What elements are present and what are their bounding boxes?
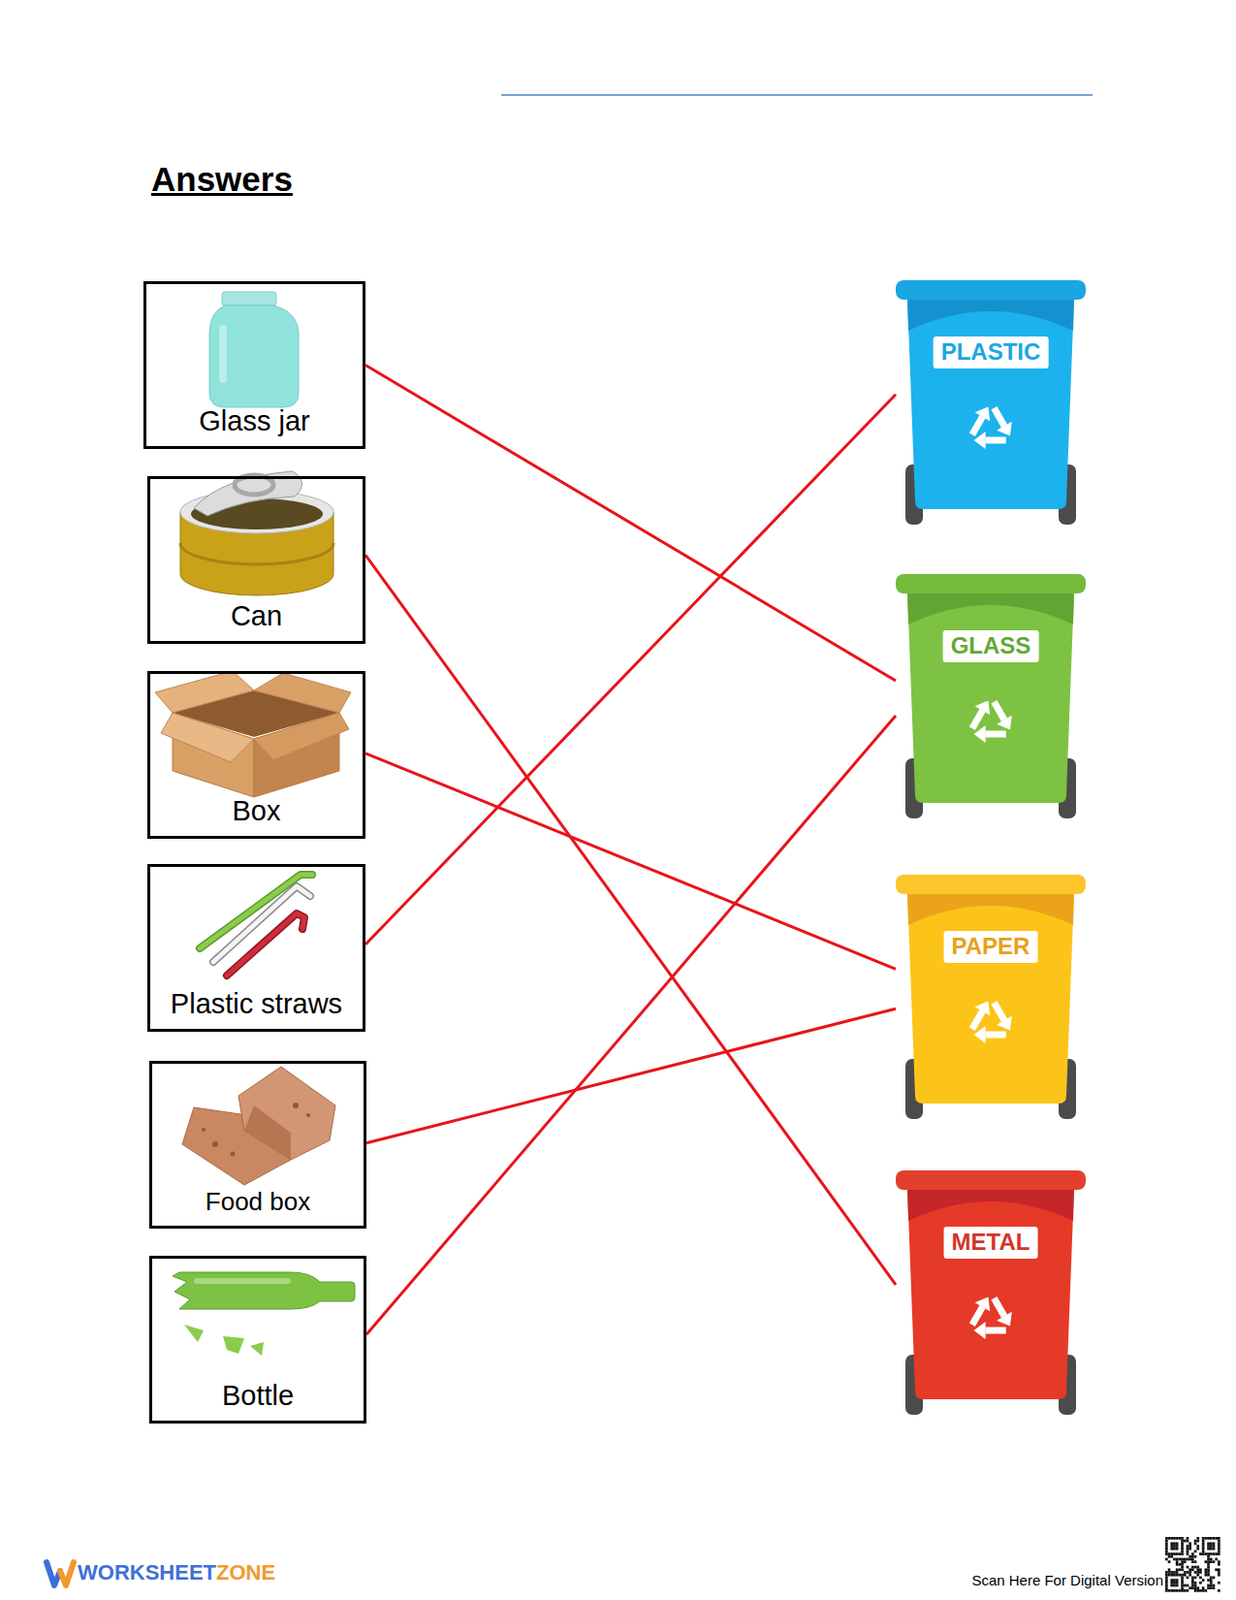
bin-shape [895,573,1086,823]
match-line [365,554,896,1284]
item-label: Glass jar [198,405,310,438]
bin-shape [895,280,1086,529]
item-box: Box [147,670,366,839]
bin-label: PAPER [944,930,1039,963]
glass-jar-picture [209,291,299,408]
item-label: Bottle [221,1379,294,1412]
box-picture [155,670,351,797]
recycle-symbol [972,406,1013,449]
bin-label: METAL [944,1226,1039,1259]
qr-code [1165,1536,1221,1592]
bin-shape [895,874,1086,1123]
logo-text: ZONE [216,1559,276,1585]
item-label: Can [230,600,283,633]
item-label: Food box [205,1187,311,1217]
item-label: Box [232,794,282,827]
item-box: Food box [149,1060,367,1229]
recycling-bin: PAPER [895,874,1086,1123]
bottle-picture [172,1271,355,1356]
bin-shape [895,1170,1086,1419]
bin-label: GLASS [943,630,1040,663]
item-box: Glass jar [143,281,366,449]
logo-mark [46,1561,74,1585]
recycling-bin: GLASS [895,573,1086,823]
item-box: Can [147,475,366,644]
match-line [365,365,896,682]
item-box: Bottle [149,1255,367,1424]
title: Answers [151,158,293,200]
recycling-bin: METAL [895,1170,1086,1419]
logo-text: WORKSHEET [77,1559,217,1585]
match-line [365,394,896,945]
food-box-picture [182,1066,336,1185]
match-line [366,715,896,1334]
recycling-bin: PLASTIC [895,280,1086,529]
straws-picture [199,874,313,976]
footer-note: Scan Here For Digital Version [971,1571,1164,1589]
match-line [366,1008,896,1143]
item-box: Plastic straws [147,863,366,1032]
can-picture [180,471,334,596]
recycle-symbol [972,699,1013,743]
bin-label: PLASTIC [933,336,1049,369]
item-label: Plastic straws [170,987,343,1020]
name-line [501,94,1093,96]
recycle-symbol [972,1296,1013,1339]
recycle-symbol [972,1000,1013,1044]
